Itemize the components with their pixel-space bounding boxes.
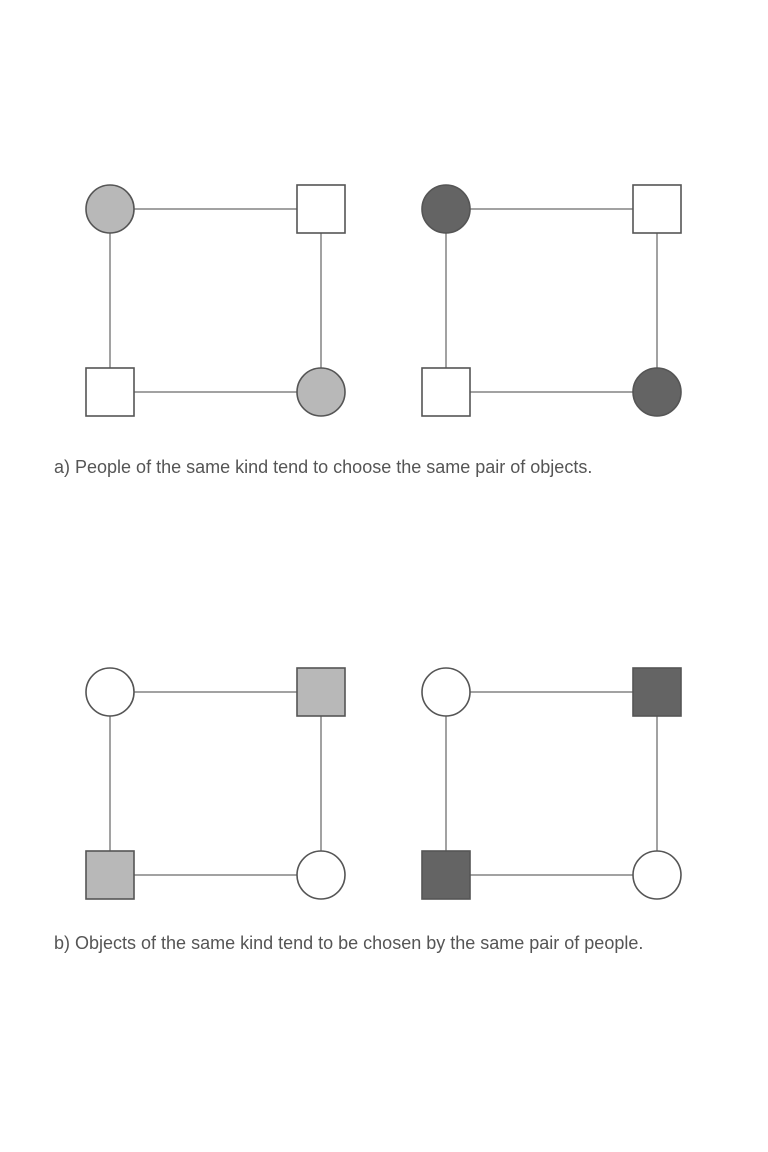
panel-b-quad-2 — [421, 667, 682, 900]
node-bottom-right-circle — [296, 367, 346, 417]
node-bottom-right-circle — [632, 367, 682, 417]
panel-a-quad-1 — [85, 184, 346, 417]
panel-b-caption: b) Objects of the same kind tend to be c… — [54, 933, 644, 953]
panel-b-diagram — [85, 667, 682, 900]
node-bottom-left-square — [421, 850, 471, 900]
node-top-left-circle — [421, 667, 471, 717]
node-bottom-right-circle — [632, 850, 682, 900]
node-bottom-left-square — [85, 850, 135, 900]
node-top-left-circle — [85, 667, 135, 717]
node-bottom-left-square — [421, 367, 471, 417]
node-top-right-square — [632, 667, 682, 717]
node-top-right-square — [632, 184, 682, 234]
panel-b-quad-1 — [85, 667, 346, 900]
node-top-right-square — [296, 667, 346, 717]
node-bottom-left-square — [85, 367, 135, 417]
panel-a-caption: a) People of the same kind tend to choos… — [54, 457, 593, 477]
node-bottom-right-circle — [296, 850, 346, 900]
panel-a-quad-2 — [421, 184, 682, 417]
panel-a-diagram — [85, 184, 682, 417]
node-top-left-circle — [85, 184, 135, 234]
node-top-right-square — [296, 184, 346, 234]
node-top-left-circle — [421, 184, 471, 234]
